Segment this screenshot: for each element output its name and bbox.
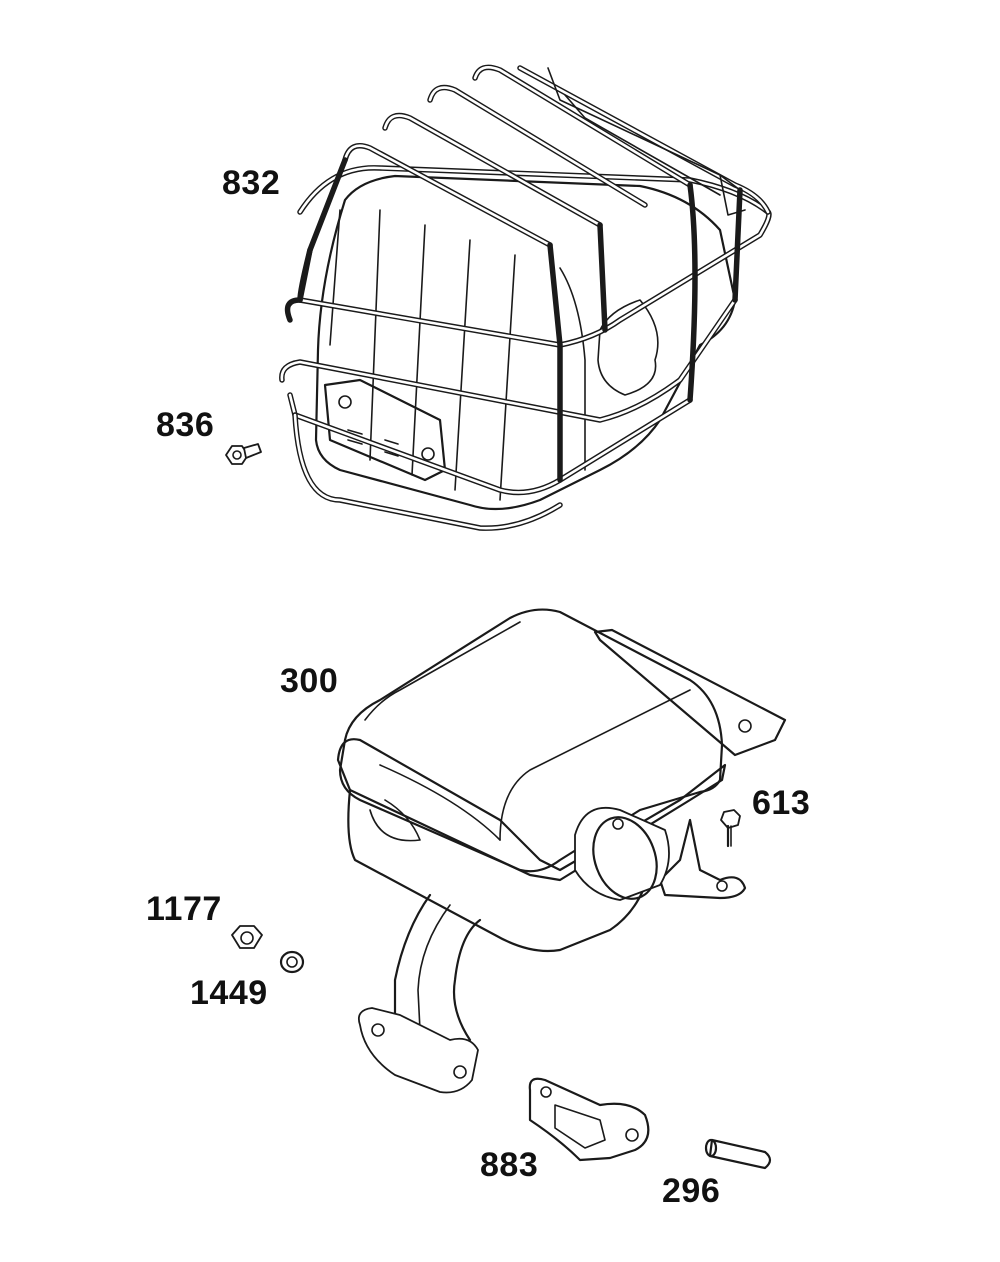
part-label-1449: 1449	[190, 974, 268, 1012]
part-label-836: 836	[156, 406, 215, 444]
part-label-613: 613	[752, 784, 811, 822]
part-label-883: 883	[480, 1146, 539, 1184]
muffler-guard-drawing	[279, 64, 772, 531]
exhaust-stud-drawing	[704, 1138, 772, 1170]
part-label-1177: 1177	[146, 890, 222, 928]
part-label-300: 300	[280, 662, 339, 700]
muffler-screw-drawing	[720, 809, 741, 848]
nut-drawing	[231, 925, 263, 949]
muffler-drawing	[336, 608, 787, 1094]
part-label-296: 296	[662, 1172, 721, 1210]
exhaust-gasket-drawing	[528, 1077, 650, 1162]
lock-washer-drawing	[279, 950, 305, 974]
part-label-832: 832	[222, 164, 281, 202]
guard-screw-drawing	[225, 443, 262, 465]
